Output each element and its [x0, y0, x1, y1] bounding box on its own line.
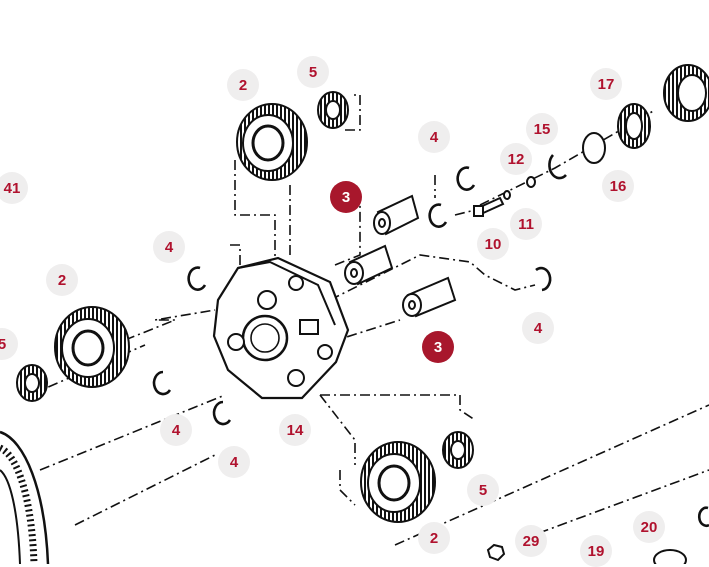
part-callout-4[interactable]: 4 — [153, 231, 185, 263]
planet-pin-icon — [344, 194, 457, 318]
thrust-washer-icon — [503, 132, 606, 200]
part-callout-5[interactable]: 5 — [467, 474, 499, 506]
part-callout-20[interactable]: 20 — [633, 511, 665, 543]
part-callout-2[interactable]: 2 — [227, 69, 259, 101]
planet-gear-icon — [360, 441, 436, 523]
planet-carrier-icon — [212, 256, 350, 400]
part-callout-29[interactable]: 29 — [515, 525, 547, 557]
nut-icon — [486, 543, 506, 562]
part-callout-15[interactable]: 15 — [526, 113, 558, 145]
planet-gear-icon — [236, 103, 308, 181]
part-callout-14[interactable]: 14 — [279, 414, 311, 446]
part-callout-41[interactable]: 41 — [0, 172, 28, 204]
part-callout-5[interactable]: 5 — [0, 328, 18, 360]
tapered-bearing-icon — [617, 64, 709, 564]
part-callout-16[interactable]: 16 — [602, 170, 634, 202]
ring-gear-icon — [0, 430, 50, 564]
part-callout-4[interactable]: 4 — [160, 414, 192, 446]
bolt-icon — [473, 196, 505, 217]
needle-bearing-icon — [16, 91, 474, 469]
part-callout-2[interactable]: 2 — [46, 264, 78, 296]
part-callout-4[interactable]: 4 — [218, 446, 250, 478]
snap-ring-icon — [152, 154, 709, 527]
part-callout-4[interactable]: 4 — [418, 121, 450, 153]
part-callout-4[interactable]: 4 — [522, 312, 554, 344]
part-callout-5[interactable]: 5 — [297, 56, 329, 88]
part-callout-12[interactable]: 12 — [500, 143, 532, 175]
planet-gear-icon — [54, 306, 130, 388]
part-callout-2[interactable]: 2 — [418, 522, 450, 554]
part-callout-10[interactable]: 10 — [477, 228, 509, 260]
part-callout-3-highlighted[interactable]: 3 — [330, 181, 362, 213]
part-callout-19[interactable]: 19 — [580, 535, 612, 567]
part-callout-17[interactable]: 17 — [590, 68, 622, 100]
part-callout-3-highlighted[interactable]: 3 — [422, 331, 454, 363]
part-callout-11[interactable]: 11 — [510, 208, 542, 240]
